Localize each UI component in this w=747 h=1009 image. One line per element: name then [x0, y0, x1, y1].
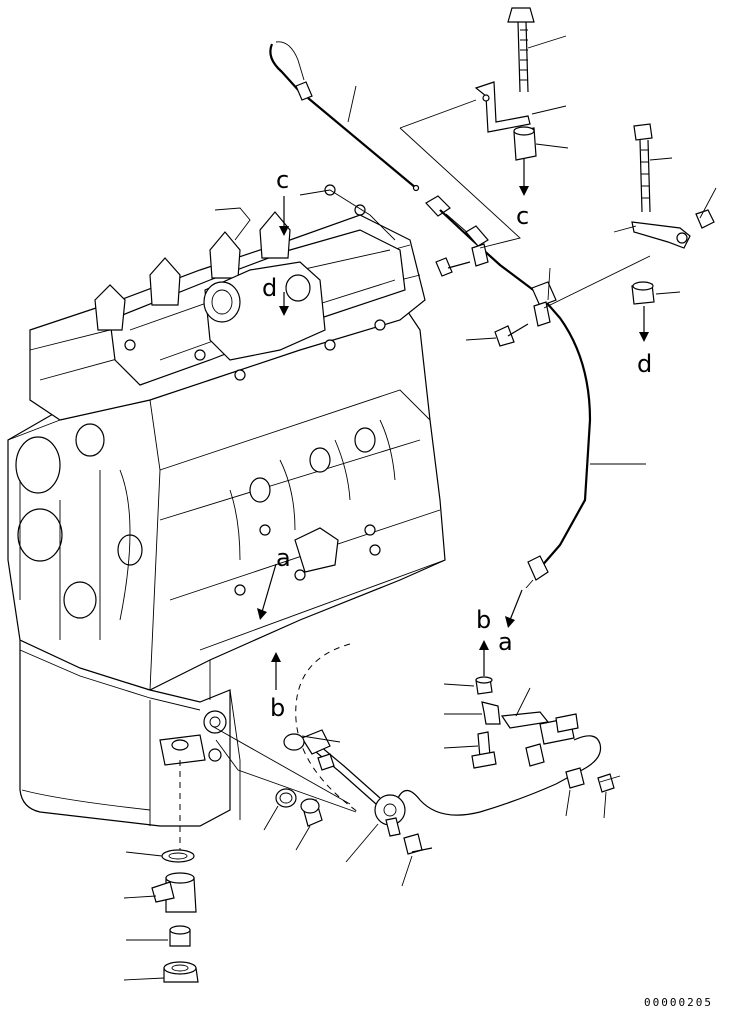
reference-labels: c d c d a b b a [262, 166, 652, 722]
upper-bracket [474, 81, 531, 133]
engine-block [7, 184, 446, 827]
label-b-right: b [476, 606, 491, 634]
drawing-code: 00000205 [644, 996, 713, 1009]
dipstick-assembly [257, 7, 717, 690]
oil-level-sensor-assembly [123, 643, 621, 983]
leader-lines [347, 35, 717, 465]
label-c-arrow: c [516, 202, 529, 230]
label-a-right: a [498, 628, 513, 656]
label-d-arrow: d [637, 350, 652, 378]
clamp [631, 221, 691, 249]
reference-arrows [257, 158, 649, 690]
dipstick-handle [269, 43, 301, 93]
label-b-block: b [270, 694, 285, 722]
oil-pan [19, 639, 231, 827]
sensor-harness [389, 735, 602, 816]
dipstick-rod [307, 97, 417, 189]
label-a-block: a [276, 544, 291, 572]
label-d-top: d [262, 274, 277, 302]
label-c-top: c [276, 166, 289, 194]
